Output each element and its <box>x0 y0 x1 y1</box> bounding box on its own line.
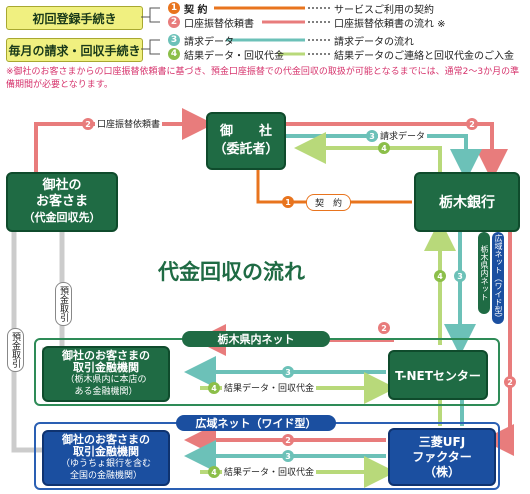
bank-label: 栃木銀行 <box>439 195 495 211</box>
tnet-label: T-NETセンター <box>395 368 481 383</box>
footnote: ※御社のお客さまからの口座振替依頼書に基づき、預金口座振替での代金回収の取扱が可… <box>6 67 520 90</box>
legend-label-contract: 契 約 <box>184 5 208 16</box>
inst-wide-line4: 全国の金融機関） <box>69 471 142 481</box>
inst-pref-line2: 取引金融機関 <box>73 361 139 374</box>
customer-line1: 御社の <box>42 178 82 193</box>
label-request-bank: 請求データ <box>378 129 428 142</box>
wide-net-title: 広域ネット（ワイド型） <box>176 415 336 431</box>
badge-wide-transfer: 2 <box>282 434 294 446</box>
mufj-line3: （株） <box>423 464 460 479</box>
deposit-label-inner: 預金取引 <box>55 282 72 326</box>
legend-num-4: 4 <box>168 48 180 60</box>
badge-bank-mufj: 2 <box>504 376 516 388</box>
badge-pref-transfer: 2 <box>378 322 390 334</box>
badge-transfer-bank: 2 <box>466 118 478 130</box>
inst-wide-line2: 取引金融機関 <box>73 445 139 458</box>
inst-wide-line1: 御社のお客さまの <box>62 433 150 446</box>
badge-wide-request: 3 <box>282 450 294 462</box>
legend-label-result: 結果データ・回収代金 <box>184 51 284 62</box>
badge-result-company: 4 <box>378 142 390 154</box>
badge-bank-request: 3 <box>454 270 466 282</box>
legend-desc-request: 請求データの流れ <box>334 37 414 48</box>
prefectural-net-title: 栃木県内ネット <box>182 331 330 347</box>
badge-contract: 1 <box>282 196 294 208</box>
label-transfer-top: 口座振替依頼書 <box>95 117 163 130</box>
legend-desc-result: 結果データのご連絡と回収代金のご入金 <box>334 51 514 62</box>
badge-pref-request: 3 <box>282 366 294 378</box>
institution-pref-box: 御社のお客さまの 取引金融機関 （栃木県内に本店の ある金融機関） <box>42 346 170 402</box>
label-contract: 契 約 <box>306 194 352 211</box>
legend-desc-transfer: 口座振替依頼書の流れ ※ <box>334 19 446 30</box>
bank-box: 栃木銀行 <box>414 172 520 232</box>
legend-label-request: 請求データ <box>184 37 234 48</box>
diagram-title: 代金回収の流れ <box>158 260 305 284</box>
badge-transfer-top: 2 <box>82 118 94 130</box>
customer-box: 御社の お客さま （代金回収先） <box>6 172 118 232</box>
inst-pref-line1: 御社のお客さまの <box>62 349 150 362</box>
label-wide-result: 結果データ・回収代金 <box>222 465 317 478</box>
inst-wide-line3: （ゆうちょ銀行を含む <box>60 459 151 469</box>
badge-wide-result: 4 <box>208 466 220 478</box>
legend-desc-contract: サービスご利用の契約 <box>334 5 434 16</box>
legend-initial-registration: 初回登録手続き <box>6 6 143 30</box>
legend-num-1: 1 <box>168 2 180 14</box>
legend-num-2: 2 <box>168 16 180 28</box>
tnet-box: T-NETセンター <box>388 350 488 400</box>
mufj-box: 三菱UFJ ファクター （株） <box>388 428 496 486</box>
mufj-line2: ファクター <box>412 449 472 464</box>
company-line1: 御 社 <box>219 124 272 139</box>
legend-label-transfer: 口座振替依頼書 <box>184 19 254 30</box>
deposit-label-outer: 預金取引 <box>7 328 24 372</box>
customer-line3: （代金回収先） <box>23 211 101 224</box>
legend-monthly-procedure: 毎月の請求・回収手続き <box>6 38 143 62</box>
label-pref-result: 結果データ・回収代金 <box>222 381 317 394</box>
customer-line2: お客さま <box>35 194 88 209</box>
legend-connectors <box>141 6 330 56</box>
company-line2: （委託者） <box>213 142 279 157</box>
badge-pref-result: 4 <box>208 382 220 394</box>
badge-request-bank: 3 <box>366 130 378 142</box>
legend-num-3: 3 <box>168 34 180 46</box>
pref-vertical-tag: 栃木県内ネット <box>478 232 490 314</box>
institution-wide-box: 御社のお客さまの 取引金融機関 （ゆうちょ銀行を含む 全国の金融機関） <box>42 430 170 486</box>
badge-bank-result: 4 <box>434 270 446 282</box>
company-box: 御 社 （委託者） <box>206 112 286 170</box>
mufj-line1: 三菱UFJ <box>418 434 466 449</box>
inst-pref-line4: ある金融機関） <box>74 387 138 397</box>
inst-pref-line3: （栃木県内に本店の <box>65 375 147 385</box>
wide-vertical-tag: 広域ネット（ワイド型） <box>492 232 504 324</box>
